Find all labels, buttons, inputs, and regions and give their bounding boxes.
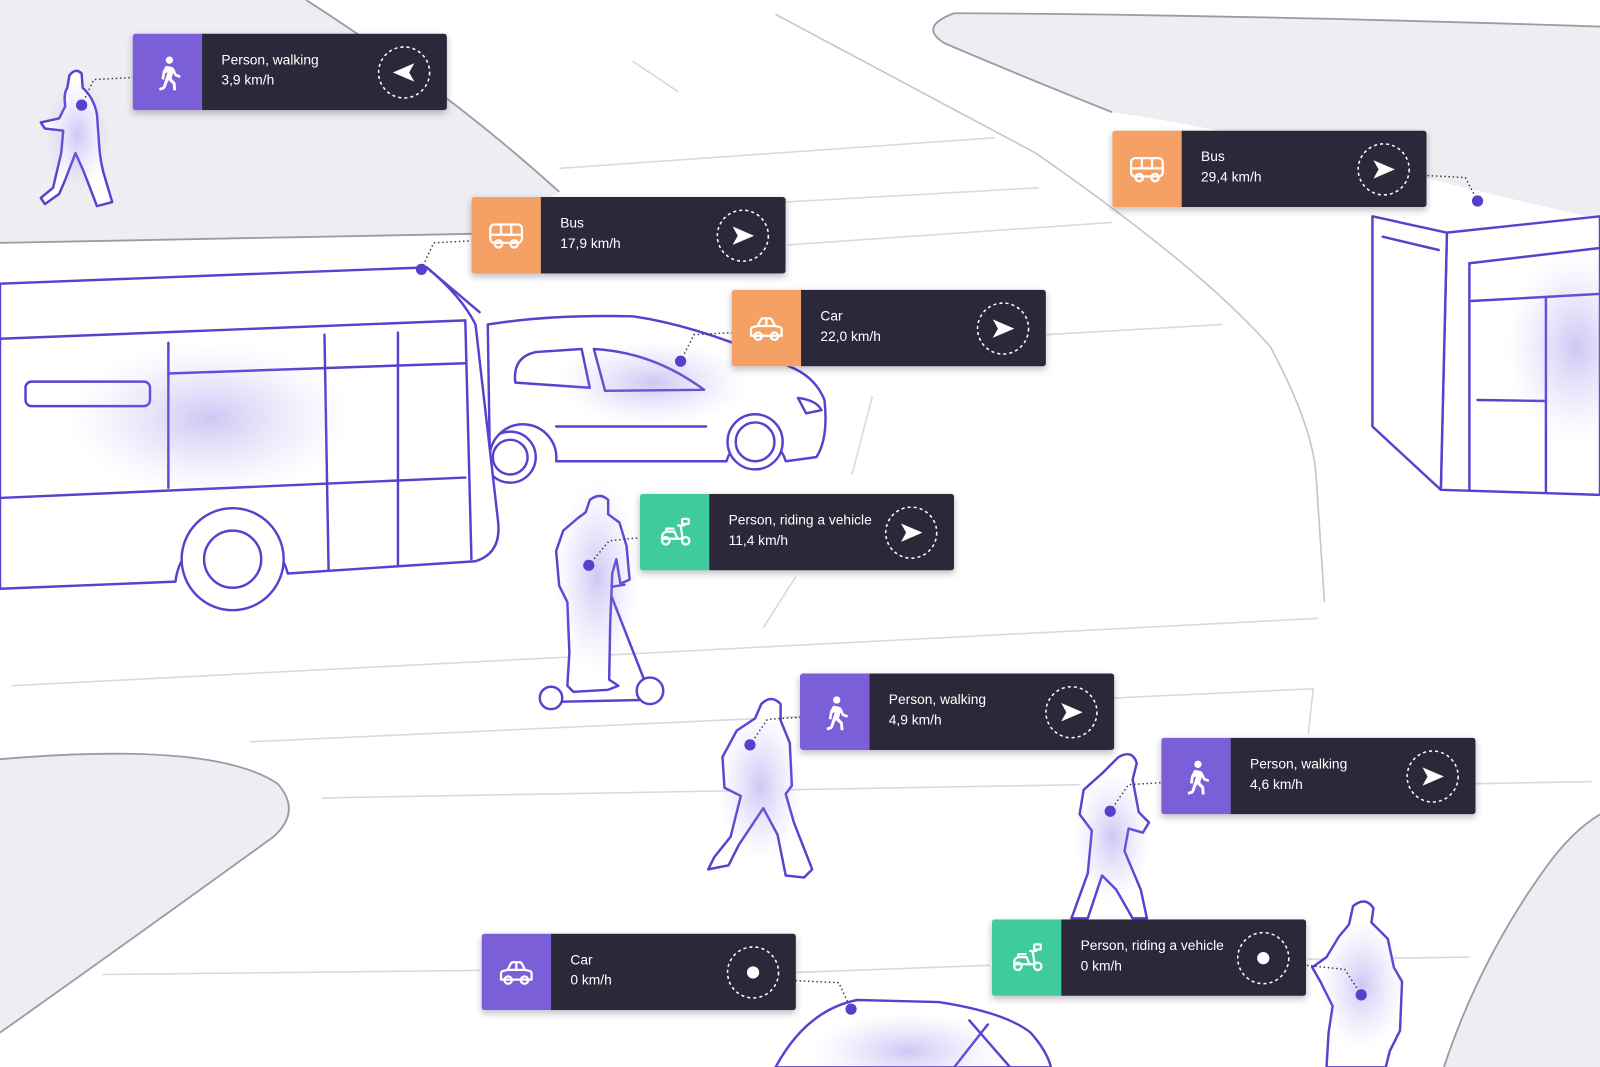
- category-icon-box: [1161, 737, 1231, 815]
- detection-speed: 11,4 km/h: [728, 532, 789, 548]
- detection-speed: 0 km/h: [570, 972, 612, 988]
- category-icon-box: [799, 673, 870, 750]
- stop-dot-icon: [1236, 931, 1290, 984]
- detection-label: Person, walking: [221, 52, 319, 68]
- detection-speed: 4,9 km/h: [888, 712, 942, 728]
- arrow-right-icon: [884, 505, 938, 559]
- category-icon-box: [639, 493, 710, 571]
- detection-speed: 3,9 km/h: [221, 72, 275, 88]
- curb-line: [1443, 813, 1600, 1067]
- road-markings: [12, 13, 1592, 976]
- bus-icon: [486, 215, 527, 256]
- curb-line: [0, 232, 480, 244]
- detection-speed: 4,6 km/h: [1249, 776, 1303, 792]
- detection-card: Person, riding a vehicle 0 km/h: [991, 919, 1307, 996]
- detection-label: Person, riding a vehicle: [1080, 937, 1224, 954]
- arrow-right-icon: [1406, 749, 1459, 803]
- tracking-connectors: [80, 76, 1479, 1010]
- detection-info: Bus 17,9 km/h: [540, 196, 786, 274]
- arrow-right-icon: [716, 208, 770, 262]
- detection-info: Car 22,0 km/h: [801, 289, 1046, 367]
- arrow-right-icon: [1045, 685, 1098, 739]
- sidewalk-top-right: [933, 13, 1600, 220]
- arrow-right-icon: [976, 301, 1030, 355]
- detection-card: Car 22,0 km/h: [731, 289, 1046, 367]
- tracking-points: [76, 99, 1484, 1015]
- detection-card: Person, walking 4,6 km/h: [1161, 737, 1476, 815]
- curb-line: [954, 12, 1600, 28]
- curb-line: [0, 752, 290, 1034]
- detection-label: Bus: [560, 215, 584, 231]
- scooter-icon: [1006, 937, 1047, 978]
- detection-card: Car 0 km/h: [481, 933, 796, 1011]
- detection-info: Person, walking 4,9 km/h: [869, 673, 1115, 750]
- category-icon-box: [991, 919, 1062, 996]
- walking-person-icon: [147, 52, 188, 93]
- arrow-right-icon: [1357, 142, 1410, 196]
- category-icon-box: [731, 289, 802, 367]
- car-icon: [496, 952, 537, 993]
- detection-speed: 0 km/h: [1080, 958, 1122, 974]
- detection-label: Person, riding a vehicle: [728, 512, 872, 528]
- car-icon: [746, 308, 787, 349]
- category-icon-box: [1112, 130, 1182, 208]
- scooter-icon: [654, 512, 695, 553]
- detection-info: Bus 29,4 km/h: [1181, 130, 1427, 208]
- curb-line: [932, 12, 1113, 114]
- detection-speed: 29,4 km/h: [1201, 169, 1262, 185]
- sidewalk-bottom-left: [0, 753, 289, 1033]
- detection-label: Car: [820, 308, 843, 324]
- detection-info: Person, riding a vehicle 11,4 km/h: [709, 493, 955, 571]
- category-icon-box: [471, 196, 541, 274]
- detection-label: Car: [570, 952, 593, 968]
- detection-speed: 22,0 km/h: [820, 328, 881, 344]
- detection-label: Person, walking: [888, 691, 987, 708]
- sidewalk-bottom-right: [1444, 814, 1600, 1067]
- detection-info: Person, walking 4,6 km/h: [1230, 737, 1476, 815]
- detection-card: Person, walking 3,9 km/h: [132, 33, 447, 111]
- detection-card: Bus 29,4 km/h: [1112, 130, 1427, 208]
- detection-label: Person, walking: [1249, 756, 1348, 772]
- arrow-left-icon: [377, 45, 431, 99]
- detection-card: Bus 17,9 km/h: [471, 196, 786, 274]
- detection-card: Person, walking 4,9 km/h: [799, 673, 1115, 750]
- detection-card: Person, riding a vehicle 11,4 km/h: [639, 493, 955, 571]
- detection-speed: 17,9 km/h: [560, 235, 621, 252]
- detection-highlights: [44, 78, 1600, 1067]
- bus-icon: [1127, 148, 1168, 189]
- category-icon-box: [132, 33, 203, 111]
- stop-dot-icon: [726, 945, 780, 999]
- detection-info: Person, riding a vehicle 0 km/h: [1061, 919, 1307, 996]
- category-icon-box: [481, 933, 552, 1011]
- detection-info: Car 0 km/h: [551, 933, 796, 1011]
- detection-info: Person, walking 3,9 km/h: [202, 33, 447, 111]
- walking-person-icon: [814, 691, 855, 732]
- detection-label: Bus: [1201, 148, 1225, 165]
- walking-person-icon: [1176, 756, 1217, 797]
